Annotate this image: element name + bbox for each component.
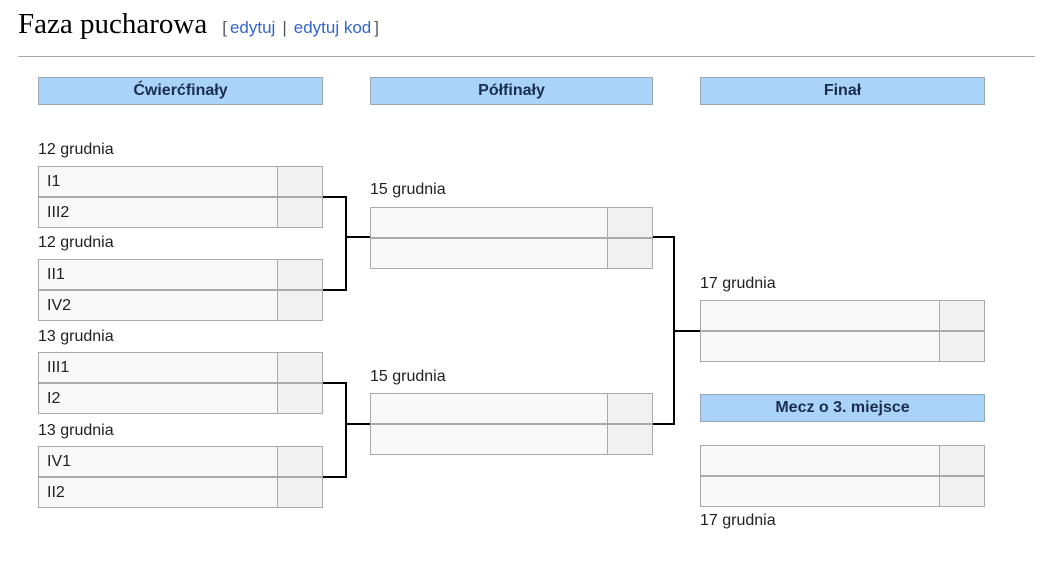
match-row	[700, 300, 985, 331]
bracket-connector	[675, 330, 700, 332]
edit-separator: |	[282, 18, 287, 37]
team-name: IV2	[47, 297, 72, 314]
team-score	[607, 394, 652, 423]
team-name: III2	[47, 204, 70, 221]
bracket-connector	[323, 476, 347, 478]
team-score	[277, 384, 322, 413]
match-quarterfinal-3: III1 I2	[38, 352, 323, 414]
team-name: III1	[47, 359, 70, 376]
heading-divider	[18, 56, 1035, 57]
match-quarterfinal-2: II1 IV2	[38, 259, 323, 321]
bracket-connector	[653, 236, 675, 238]
round-header-final: Finał	[700, 77, 985, 105]
edit-link[interactable]: edytuj	[229, 18, 276, 37]
team-score	[607, 208, 652, 237]
team-score	[277, 260, 322, 289]
bracket-connector	[347, 423, 370, 425]
round-header-quarterfinals: Ćwierćfinały	[38, 77, 323, 105]
edit-bracket-open: [	[222, 18, 227, 37]
match-quarterfinal-4: IV1 II2	[38, 446, 323, 508]
match-semifinal-2	[370, 393, 653, 455]
team-name	[371, 239, 607, 268]
team-score	[939, 332, 984, 361]
match-final	[700, 300, 985, 362]
team-name: IV1	[47, 453, 72, 470]
match-date: 17 grudnia	[700, 275, 776, 292]
team-score	[277, 198, 322, 227]
team-score	[277, 478, 322, 507]
match-date: 12 grudnia	[38, 234, 114, 251]
team-score	[939, 301, 984, 330]
bracket-connector	[653, 423, 675, 425]
team-name	[371, 208, 607, 237]
match-row: II2	[38, 477, 323, 508]
match-row	[370, 393, 653, 424]
match-row: I1	[38, 166, 323, 197]
team-score	[607, 425, 652, 454]
match-date: 12 grudnia	[38, 141, 114, 158]
team-score	[277, 291, 322, 320]
match-row: II1	[38, 259, 323, 290]
match-quarterfinal-1: I1 III2	[38, 166, 323, 228]
match-row	[370, 207, 653, 238]
team-score	[939, 477, 984, 506]
team-score	[277, 447, 322, 476]
team-name	[371, 425, 607, 454]
team-name	[701, 301, 939, 330]
match-row: III1	[38, 352, 323, 383]
bracket-connector	[673, 236, 675, 425]
team-name	[701, 332, 939, 361]
team-score	[277, 167, 322, 196]
round-header-semifinals: Półfinały	[370, 77, 653, 105]
team-name: I2	[47, 390, 61, 407]
team-score	[277, 353, 322, 382]
bracket-connector	[323, 289, 347, 291]
team-name	[371, 394, 607, 423]
match-row	[700, 331, 985, 362]
match-date: 15 grudnia	[370, 181, 446, 198]
match-row	[370, 424, 653, 455]
bracket-connector	[323, 382, 347, 384]
round-header-third-place: Mecz o 3. miejsce	[700, 394, 985, 422]
match-date: 13 grudnia	[38, 422, 114, 439]
team-name: II2	[47, 484, 65, 501]
match-date: 13 grudnia	[38, 328, 114, 345]
match-semifinal-1	[370, 207, 653, 269]
match-row	[370, 238, 653, 269]
match-row	[700, 445, 985, 476]
team-name	[701, 446, 939, 475]
match-row: IV1	[38, 446, 323, 477]
bracket-connector	[345, 196, 347, 291]
edit-bracket-close: ]	[374, 18, 379, 37]
edit-section-links: [edytuj | edytuj kod]	[222, 18, 379, 38]
page-title: Faza pucharowa	[18, 8, 208, 40]
team-score	[607, 239, 652, 268]
edit-source-link[interactable]: edytuj kod	[293, 18, 372, 37]
match-row	[700, 476, 985, 507]
bracket-connector	[347, 236, 370, 238]
bracket-connector	[323, 196, 347, 198]
match-date: 15 grudnia	[370, 368, 446, 385]
match-third-place	[700, 445, 985, 507]
team-name: II1	[47, 266, 65, 283]
bracket-connector	[345, 382, 347, 478]
match-row: IV2	[38, 290, 323, 321]
match-row: III2	[38, 197, 323, 228]
match-row: I2	[38, 383, 323, 414]
team-score	[939, 446, 984, 475]
team-name: I1	[47, 173, 61, 190]
match-date: 17 grudnia	[700, 512, 776, 529]
section-heading: Faza pucharowa [edytuj | edytuj kod]	[18, 8, 379, 41]
team-name	[701, 477, 939, 506]
